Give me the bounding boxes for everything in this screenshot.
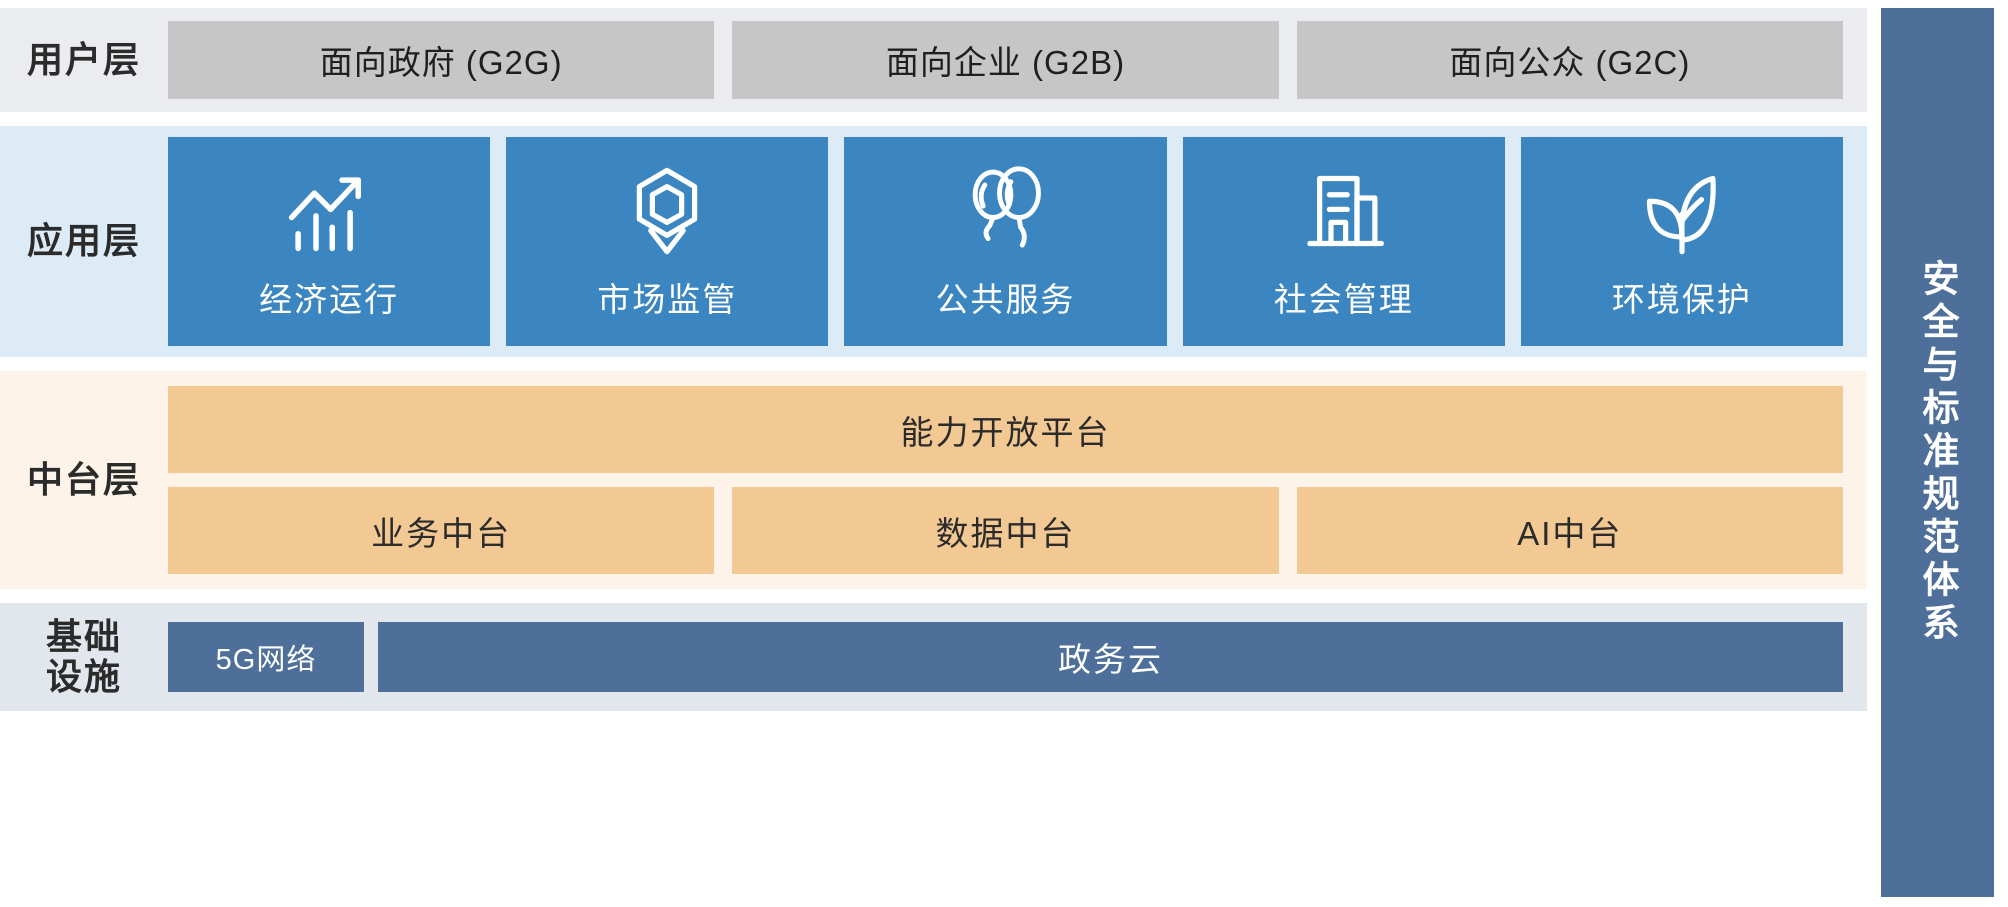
infra-box-5g-network[interactable]: 5G网络	[168, 622, 364, 692]
layer-infrastructure-label-line2: 设施	[45, 656, 122, 697]
app-tile-label: 公共服务	[935, 281, 1076, 318]
user-box-g2b[interactable]: 面向企业 (G2B)	[732, 21, 1279, 99]
app-tile-market-regulation[interactable]: 市场监管	[506, 137, 829, 346]
layer-application: 应用层 经济运行	[0, 126, 1867, 357]
mid-box-ai-middle-platform[interactable]: AI中台	[1296, 487, 1843, 574]
layer-middle-platform-body: 能力开放平台 业务中台 数据中台 AI中台	[168, 386, 1867, 574]
mid-box-business-middle-platform[interactable]: 业务中台	[168, 487, 715, 574]
app-tile-label: 社会管理	[1273, 281, 1414, 318]
app-tile-social-management[interactable]: 社会管理	[1182, 137, 1505, 346]
app-tile-public-service[interactable]: 公共服务	[844, 137, 1167, 346]
layer-stack: 用户层 面向政府 (G2G) 面向企业 (G2B) 面向公众 (G2C) 应用层	[0, 8, 1867, 711]
layer-user: 用户层 面向政府 (G2G) 面向企业 (G2B) 面向公众 (G2C)	[0, 8, 1867, 112]
app-tile-label: 市场监管	[597, 281, 738, 318]
layer-application-label: 应用层	[26, 220, 141, 262]
security-standards-bar[interactable]: 安全与标准规范体系	[1881, 8, 1994, 897]
user-box-g2g[interactable]: 面向政府 (G2G)	[168, 21, 715, 99]
layer-user-label: 用户层	[26, 38, 141, 80]
layer-infrastructure-body: 5G网络 政务云	[168, 622, 1867, 692]
building-icon	[1292, 159, 1396, 263]
balloons-icon	[954, 159, 1058, 263]
mid-box-row: 业务中台 数据中台 AI中台	[168, 487, 1843, 574]
app-tile-label: 经济运行	[259, 281, 400, 318]
hexagon-shield-icon	[615, 159, 719, 263]
layer-infrastructure: 基础 设施 5G网络 政务云	[0, 603, 1867, 711]
user-box-g2c[interactable]: 面向公众 (G2C)	[1296, 21, 1843, 99]
app-tile-label: 环境保护	[1611, 281, 1752, 318]
security-standards-label: 安全与标准规范体系	[1917, 259, 1958, 646]
layer-middle-platform: 中台层 能力开放平台 业务中台 数据中台 AI中台	[0, 371, 1867, 589]
trending-chart-icon	[277, 159, 381, 263]
infra-box-government-cloud[interactable]: 政务云	[378, 622, 1843, 692]
app-tile-economic-operation[interactable]: 经济运行	[168, 137, 491, 346]
app-tile-environment-protection[interactable]: 环境保护	[1520, 137, 1844, 346]
mid-box-data-middle-platform[interactable]: 数据中台	[732, 487, 1279, 574]
layer-user-body: 面向政府 (G2G) 面向企业 (G2B) 面向公众 (G2C)	[168, 21, 1867, 99]
layer-infrastructure-label: 基础 设施	[0, 615, 168, 698]
layer-infrastructure-label-line1: 基础	[45, 615, 122, 657]
layer-middle-platform-label: 中台层	[26, 458, 141, 500]
layer-application-body: 经济运行 市场监管	[168, 137, 1867, 346]
mid-box-capability-open-platform[interactable]: 能力开放平台	[168, 386, 1843, 473]
leaf-sprout-icon	[1630, 159, 1734, 263]
